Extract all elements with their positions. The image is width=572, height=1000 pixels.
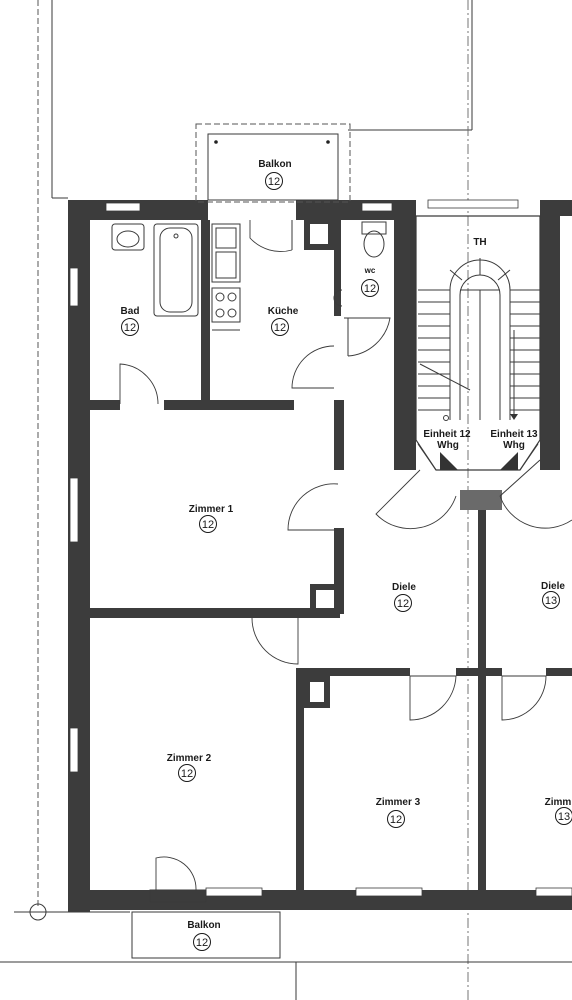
unit-badge [361,279,379,297]
room-number: 12 [364,283,376,295]
fixtures [111,221,387,331]
room-name: Zimm [545,797,572,808]
stair-treads [418,258,540,411]
room-label-zimmer1: Zimmer 1 12 [189,504,234,533]
unit-13-label: Einheit 13 [490,429,538,440]
room-name: Balkon [187,920,220,931]
room-label-wc: wc 12 [361,266,379,297]
room-name: Zimmer 1 [189,504,234,515]
room-name: Diele [541,581,565,592]
unit-badge [394,594,412,612]
unit-badge [555,807,572,825]
unit-badge [199,515,217,533]
stairwell-labels: TH Einheit 12 Whg Einheit 13 Whg [423,237,538,451]
room-label-zimmer3: Zimmer 3 12 [376,797,421,828]
unit-badge [271,318,289,336]
room-label-balkon-bottom: Balkon 12 [187,920,221,951]
unit-badge [178,764,196,782]
room-name: Bad [121,306,140,317]
room-name: Zimmer 3 [376,797,421,808]
room-number: 12 [124,322,136,334]
room-label-diele-12: Diele 12 [392,582,416,612]
room-name: Küche [268,306,299,317]
unit-badge [121,318,139,336]
room-label-bad: Bad 12 [121,306,140,336]
room-label-diele-13: Diele 13 [541,581,565,609]
room-number: 12 [181,768,193,780]
interior-walls [90,200,572,890]
stairwell-label: TH [473,237,486,248]
room-number: 12 [274,322,286,334]
room-name: Diele [392,582,416,593]
doors [119,220,572,903]
room-number: 12 [390,814,402,826]
room-number: 13 [558,811,570,823]
room-label-zimmer-13: Zimm 13 [545,797,572,825]
room-number: 12 [202,519,214,531]
stairwell [415,215,541,471]
room-name: wc [364,266,376,275]
balkon-bottom-structure [131,911,281,959]
unit-badge [542,591,560,609]
room-label-balkon-top: Balkon 12 [258,159,292,190]
room-number: 12 [397,598,409,610]
room-label-kueche: Küche 12 [268,306,299,336]
room-number: 13 [545,595,557,607]
room-number: 12 [268,176,280,188]
unit-badge [193,933,211,951]
unit-12-sub: Whg [437,440,459,451]
room-label-zimmer2: Zimmer 2 12 [167,753,212,782]
room-name: Balkon [258,159,291,170]
balkon-top-structure [195,123,351,203]
unit-13-sub: Whg [503,440,525,451]
unit-badge [265,172,283,190]
unit-12-label: Einheit 12 [423,429,471,440]
room-name: Zimmer 2 [167,753,212,764]
unit-badge [387,810,405,828]
outer-walls [68,200,572,912]
room-number: 12 [196,937,208,949]
windows [69,199,572,897]
pillar-outlines [310,224,334,702]
